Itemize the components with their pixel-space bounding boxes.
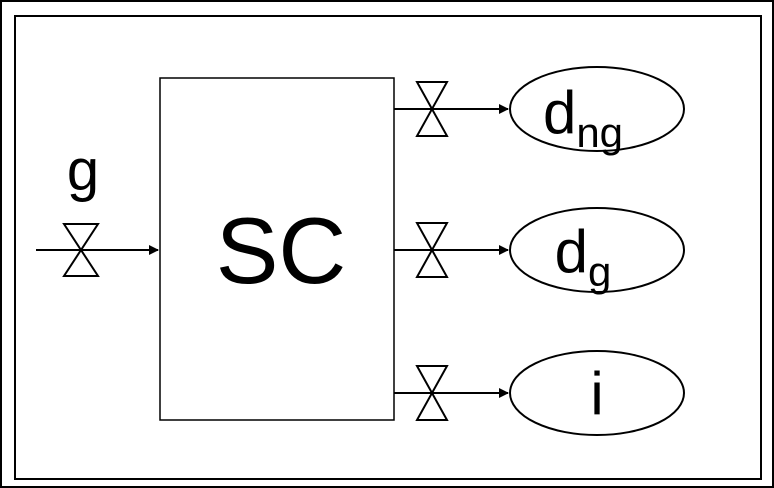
input-label: g — [67, 138, 99, 203]
output-valve-1-icon — [415, 81, 449, 137]
output-valve-3-icon — [415, 365, 449, 421]
output-label-dg: dg — [555, 218, 612, 295]
input-valve-icon — [62, 223, 100, 277]
output-node-dng — [509, 66, 685, 152]
output-label-dng: dng — [543, 79, 623, 156]
output-valve-2-icon — [415, 222, 449, 278]
sc-block-label: SC — [216, 198, 347, 303]
output-label-i: i — [590, 360, 603, 427]
output-node-i — [509, 350, 685, 436]
output-node-dg — [509, 207, 685, 293]
inner-frame — [14, 15, 762, 480]
